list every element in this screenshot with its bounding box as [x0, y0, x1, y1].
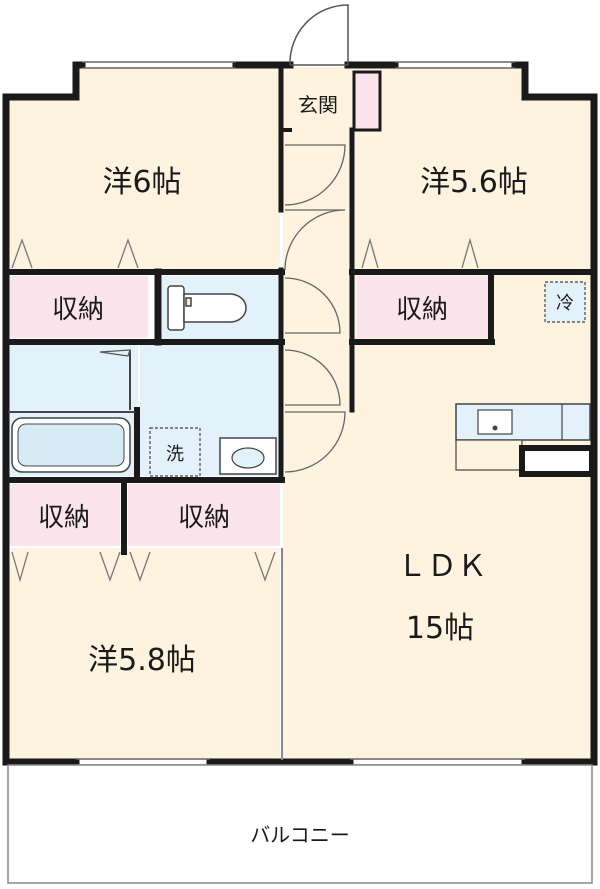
- storage-3-label: 収納: [38, 503, 90, 533]
- room-western-5-8-floor: [8, 548, 280, 760]
- room-western-6-label: 洋6帖: [102, 165, 181, 200]
- balcony: バルコニー: [7, 764, 593, 884]
- bathtub: [11, 417, 131, 473]
- ldk-floor: [283, 270, 592, 760]
- storage-2-floor: [357, 276, 489, 338]
- kitchen-wall-block: [519, 445, 595, 477]
- washer-box: 洗: [149, 427, 201, 477]
- ldk-size-label: 15帖: [406, 611, 474, 646]
- storage-2-label: 収納: [396, 295, 448, 325]
- closet-door-markers: [11, 237, 479, 583]
- shoe-cabinet: [352, 70, 382, 132]
- storage-3-floor: [8, 484, 120, 546]
- corridor-doors: [284, 144, 346, 473]
- room-western-5-6-floor: [355, 67, 592, 270]
- wash-basin: [219, 437, 277, 475]
- washer-label: 洗: [166, 444, 184, 465]
- entrance-label: 玄関: [298, 93, 338, 117]
- storage-1-label: 収納: [52, 295, 104, 325]
- room-labels: 玄関 洋6帖 洋5.6帖 収納 収納 収納 収納 ＬＤＫ 15帖 洋5.8帖: [38, 93, 528, 678]
- entrance-door: [289, 4, 349, 66]
- balcony-label: バルコニー: [250, 823, 350, 847]
- toilet-tank: [167, 285, 185, 331]
- room-western-6-floor: [8, 67, 280, 270]
- storage-4-label: 収納: [178, 503, 230, 533]
- balcony-outline: [7, 764, 593, 884]
- room-western-5-6-label: 洋5.6帖: [420, 165, 528, 200]
- refrigerator: 冷: [544, 281, 586, 323]
- toilet-paper: [185, 297, 192, 307]
- toilet-bowl: [183, 293, 247, 323]
- refrigerator-label: 冷: [556, 293, 574, 314]
- room-western-5-8-label: 洋5.8帖: [88, 643, 196, 678]
- walls: [2, 61, 598, 766]
- toilet-fixture: [167, 285, 247, 331]
- storage-4-floor: [128, 484, 280, 546]
- kitchen-counter: [455, 403, 591, 471]
- ldk-name-label: ＬＤＫ: [397, 549, 487, 584]
- hall-floor: [283, 67, 353, 477]
- bath-door-leaf: [99, 349, 131, 357]
- storage-1-floor: [8, 276, 148, 338]
